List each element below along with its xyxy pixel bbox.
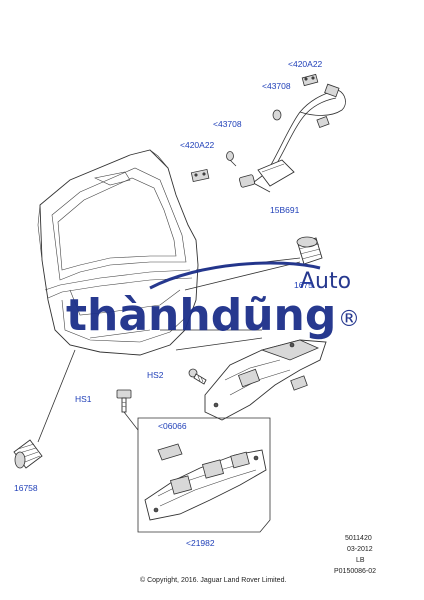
watermark-brand: thànhdũng bbox=[66, 290, 336, 341]
callout-hs1: HS1 bbox=[75, 394, 92, 404]
bump-stop-right bbox=[296, 236, 323, 265]
callout-420a22-top: <420A22 bbox=[288, 59, 323, 69]
callout-21982: <21982 bbox=[186, 538, 215, 548]
watermark-sub: Auto bbox=[300, 269, 351, 294]
callout-1675x: 1675 bbox=[294, 280, 313, 290]
latch-assembly bbox=[204, 339, 327, 421]
ref-code-1: 5011420 bbox=[345, 535, 372, 542]
ref-code-3: LB bbox=[356, 557, 365, 564]
tailgate bbox=[37, 149, 199, 356]
screw-hs2 bbox=[188, 368, 207, 385]
bolt-hs1 bbox=[116, 389, 132, 413]
fasteners bbox=[190, 73, 319, 183]
callouts: <420A22 <43708 <43708 <420A22 15B691 167… bbox=[14, 59, 323, 548]
callout-hs2: HS2 bbox=[147, 370, 164, 380]
handle-inset bbox=[137, 417, 271, 533]
wiring-harness bbox=[238, 83, 346, 188]
callout-420a22-mid: <420A22 bbox=[180, 140, 215, 150]
watermark: Auto thànhdũng ® bbox=[66, 261, 360, 341]
copyright-text: © Copyright, 2016. Jaguar Land Rover Lim… bbox=[140, 576, 286, 584]
callout-43708-top: <43708 bbox=[262, 81, 291, 91]
leader-lines bbox=[37, 159, 301, 443]
callout-43708-mid: <43708 bbox=[213, 119, 242, 129]
ref-code-2: 03-2012 bbox=[347, 546, 373, 553]
bump-stop-left bbox=[13, 439, 43, 469]
callout-16758: 16758 bbox=[14, 483, 38, 493]
callout-15b691: 15B691 bbox=[270, 205, 300, 215]
watermark-registered: ® bbox=[338, 307, 360, 332]
reference-block: 5011420 03-2012 LB P0150086-02 bbox=[334, 535, 376, 575]
callout-06066: <06066 bbox=[158, 421, 187, 431]
ref-code-4: P0150086-02 bbox=[334, 568, 376, 575]
